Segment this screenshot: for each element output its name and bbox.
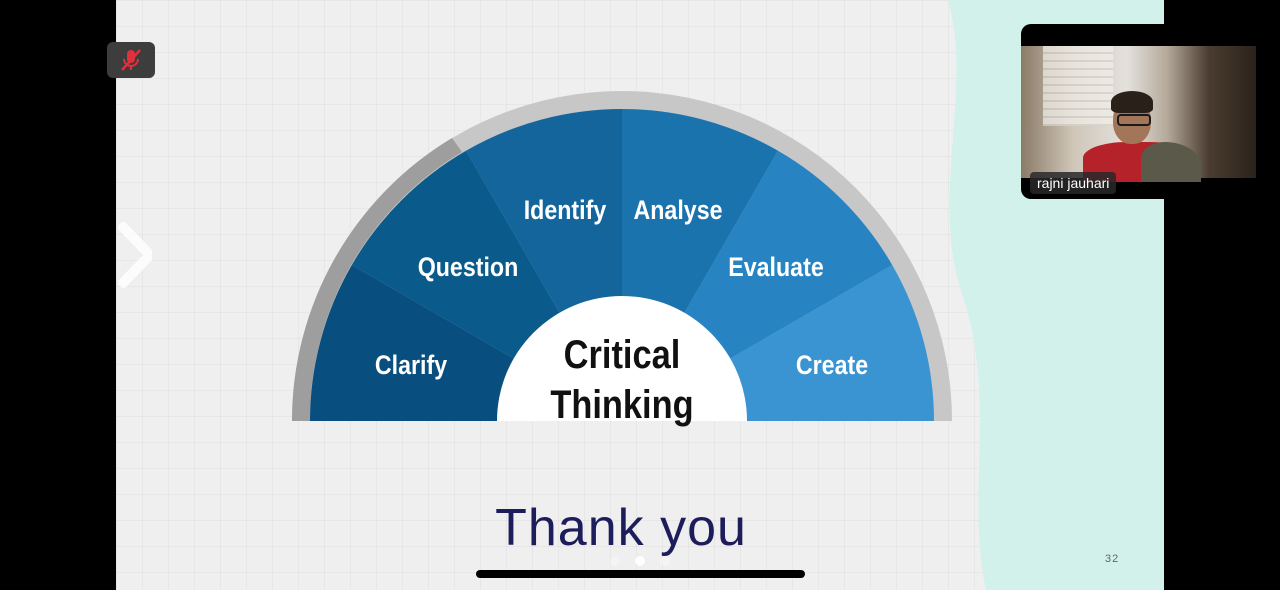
label-identify: Identify <box>524 195 607 225</box>
segment-question <box>351 150 560 359</box>
home-indicator[interactable] <box>476 570 805 578</box>
page-dot[interactable] <box>610 556 620 566</box>
participant-name-label: rajni jauhari <box>1030 172 1117 194</box>
label-clarify: Clarify <box>375 350 447 380</box>
label-create: Create <box>796 350 868 380</box>
center-title-line2: Thinking <box>550 382 693 427</box>
thank-you-text: Thank you <box>495 499 747 557</box>
previous-slide-chevron-icon[interactable] <box>118 222 152 288</box>
page-dot[interactable] <box>660 556 670 566</box>
segment-evaluate <box>684 150 893 359</box>
mute-button[interactable] <box>107 42 155 78</box>
label-analyse: Analyse <box>633 195 722 225</box>
participant-video-tile[interactable]: rajni jauhari <box>1021 24 1256 199</box>
label-question: Question <box>418 252 519 282</box>
segment-identify <box>466 109 622 314</box>
label-evaluate: Evaluate <box>728 252 823 282</box>
participant-video-feed <box>1021 46 1256 182</box>
critical-thinking-diagram: Clarify Question Identify Analyse Evalua… <box>291 0 1164 590</box>
mic-off-icon <box>121 49 141 71</box>
segment-create <box>729 265 934 421</box>
presentation-slide: Clarify Question Identify Analyse Evalua… <box>116 0 1164 590</box>
slide-number: 32 <box>1105 553 1120 565</box>
center-hub <box>497 296 747 421</box>
segment-clarify <box>310 265 515 421</box>
center-title-line1: Critical <box>564 332 681 377</box>
outer-ring-shade <box>291 138 462 421</box>
page-dot-active[interactable] <box>635 556 645 566</box>
segment-analyse <box>622 109 778 314</box>
